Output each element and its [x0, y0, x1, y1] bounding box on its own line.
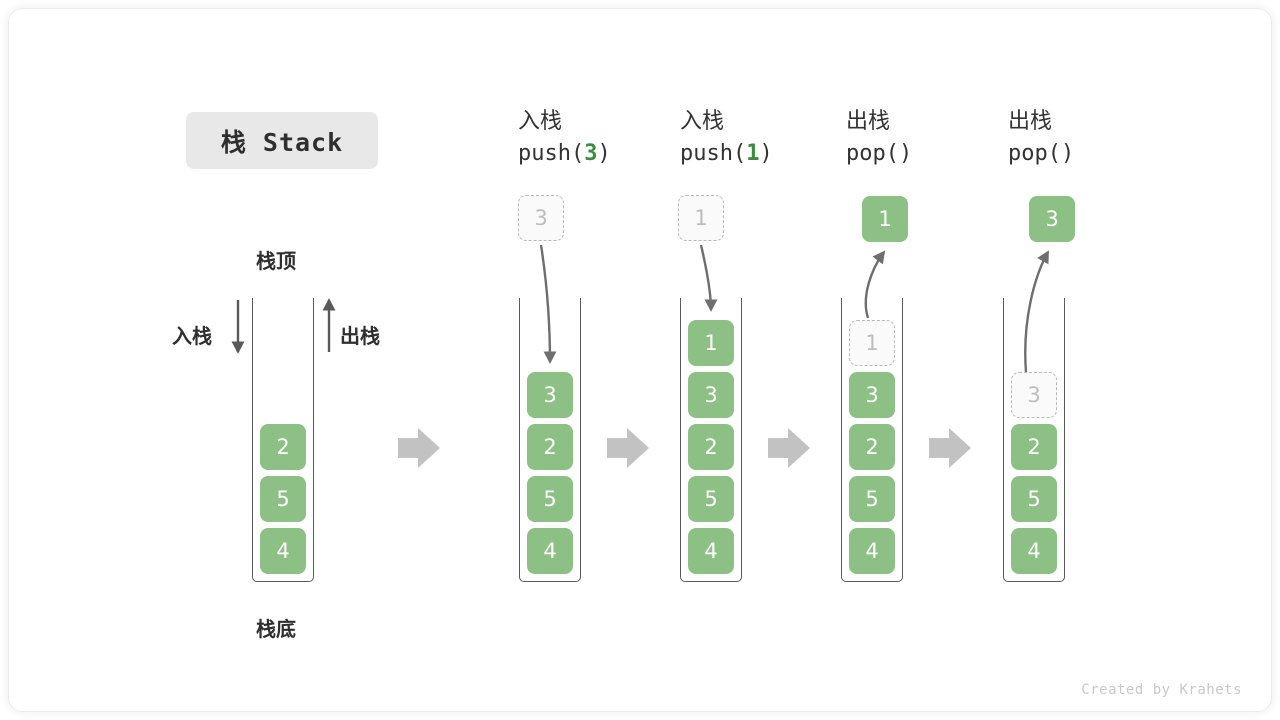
- stack-cell: 5: [527, 476, 573, 522]
- column-header-cn-pop-1: 出栈: [846, 109, 891, 134]
- code-prefix: push(: [518, 140, 585, 166]
- code-prefix: push(: [680, 140, 747, 166]
- popped-cell: 1: [862, 196, 908, 242]
- stack-container-push-1: [680, 298, 742, 582]
- column-header-cn-pop-2: 出栈: [1008, 109, 1053, 134]
- column-header-cn-push-3: 入栈: [518, 109, 563, 134]
- stack-cell: 3: [849, 372, 895, 418]
- stack-container-pop-2: [1003, 298, 1065, 582]
- footer-credit: Created by Krahets: [1081, 682, 1242, 698]
- vacated-ghost-cell: 1: [849, 320, 895, 366]
- stack-cell: 5: [1011, 476, 1057, 522]
- stack-bottom-label: 栈底: [256, 617, 296, 641]
- stack-cell: 2: [260, 424, 306, 470]
- code-value: 1: [746, 140, 760, 166]
- stack-cell: 2: [527, 424, 573, 470]
- stack-top-label: 栈顶: [256, 249, 296, 273]
- stack-cell: 5: [849, 476, 895, 522]
- column-header-push-3: 入栈 push(3): [518, 106, 611, 170]
- stack-cell: 5: [260, 476, 306, 522]
- stack-cell: 4: [527, 528, 573, 574]
- column-header-push-1: 入栈 push(1): [680, 106, 773, 170]
- column-header-cn-push-1: 入栈: [680, 109, 725, 134]
- column-header-code-pop-1: pop(): [846, 138, 912, 170]
- stack-cell: 3: [688, 372, 734, 418]
- incoming-ghost-cell: 1: [678, 195, 724, 241]
- code-prefix: pop(: [846, 140, 899, 166]
- code-prefix: pop(: [1008, 140, 1061, 166]
- stack-cell: 1: [688, 320, 734, 366]
- push-side-label: 入栈: [172, 324, 212, 348]
- stack-container-push-3: [519, 298, 581, 582]
- stack-cell: 2: [1011, 424, 1057, 470]
- stack-container-initial: [252, 298, 314, 582]
- stack-cell: 3: [527, 372, 573, 418]
- code-suffix: ): [597, 140, 611, 166]
- vacated-ghost-cell: 3: [1011, 372, 1057, 418]
- column-header-pop-1: 出栈 pop(): [846, 106, 912, 170]
- popped-cell: 3: [1029, 196, 1075, 242]
- stack-cell: 4: [849, 528, 895, 574]
- incoming-ghost-cell: 3: [518, 195, 564, 241]
- title-badge: 栈 Stack: [186, 112, 378, 169]
- stack-cell: 2: [688, 424, 734, 470]
- code-suffix: ): [898, 140, 913, 166]
- stack-cell: 4: [688, 528, 734, 574]
- stack-cell: 4: [1011, 528, 1057, 574]
- stack-container-pop-1: [841, 298, 903, 582]
- column-header-code-pop-2: pop(): [1008, 138, 1074, 170]
- code-suffix: ): [1060, 140, 1075, 166]
- column-header-code-push-3: push(3): [518, 138, 611, 170]
- code-suffix: ): [759, 140, 773, 166]
- pop-side-label: 出栈: [340, 324, 380, 348]
- column-header-pop-2: 出栈 pop(): [1008, 106, 1074, 170]
- column-header-code-push-1: push(1): [680, 138, 773, 170]
- stack-cell: 4: [260, 528, 306, 574]
- stack-cell: 2: [849, 424, 895, 470]
- stack-cell: 5: [688, 476, 734, 522]
- code-value: 3: [584, 140, 598, 166]
